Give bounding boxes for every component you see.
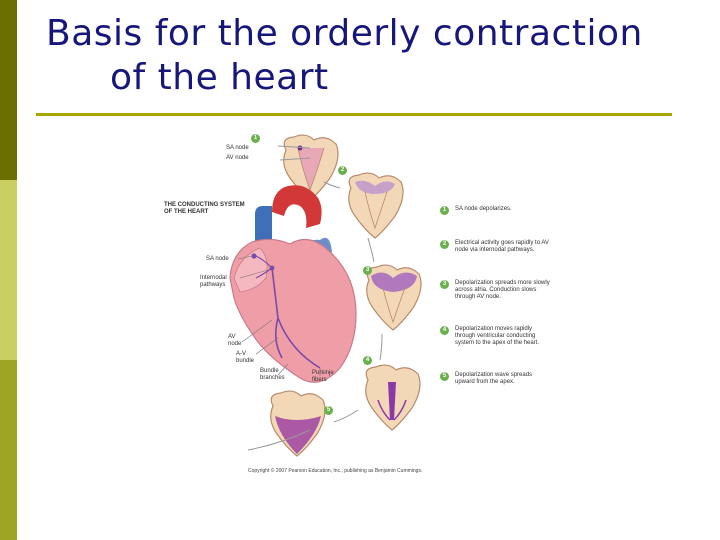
big-heart (229, 185, 357, 383)
marker-2: 2 (338, 166, 347, 175)
sequence-arrows (247, 145, 383, 451)
label-av-bundle: A-V bundle (236, 351, 255, 364)
step-text: Electrical activity goes rapidly to AV n… (455, 240, 549, 253)
marker-5: 5 (324, 406, 333, 415)
step-text: Depolarization moves rapidly through ven… (455, 326, 540, 346)
step-number: 4 (440, 326, 449, 335)
label-sa-node: SA node (206, 256, 229, 262)
copyright-notice: Copyright © 2007 Pearson Education, Inc.… (248, 468, 423, 474)
heart-illustration (229, 134, 422, 457)
sidebar-block-mid (0, 360, 17, 540)
label-bundle-branches: Bundle branches (260, 368, 285, 381)
conducting-system-diagram: SA node AV node THE CONDUCTING SYSTEM OF… (160, 128, 560, 480)
marker-1: 1 (251, 134, 260, 143)
label-leaders (237, 255, 321, 376)
marker-4: 4 (363, 356, 372, 365)
label-av-node-top: AV node (226, 155, 249, 161)
small-heart-2 (348, 172, 404, 239)
label-internodal-pathways: Internodal pathways (200, 275, 227, 288)
step-number: 1 (440, 206, 449, 215)
marker-3: 3 (363, 266, 372, 275)
figure-heading: THE CONDUCTING SYSTEM OF THE HEART (164, 202, 245, 215)
title-line-1: Basis for the orderly contraction (46, 13, 643, 54)
label-sa-node-top: SA node (226, 145, 249, 151)
step-number: 2 (440, 240, 449, 249)
sidebar-block-light (0, 180, 17, 360)
title-line-2: of the heart (110, 57, 329, 98)
slide-title: Basis for the orderly contraction of the… (46, 12, 643, 100)
small-heart-3 (366, 264, 422, 331)
label-purkinje-fibers: Purkinje fibers (312, 370, 334, 383)
step-text: Depolarization wave spreads upward from … (455, 372, 533, 385)
step-text: Depolarization spreads more slowly acros… (455, 280, 550, 300)
step-number: 5 (440, 372, 449, 381)
step-number: 3 (440, 280, 449, 289)
step-text: SA node depolarizes. (455, 206, 512, 212)
label-av-node: AV node (228, 334, 242, 347)
sidebar-block-dark (0, 0, 17, 180)
sidebar-decoration (0, 0, 17, 540)
small-heart-4 (365, 364, 421, 431)
small-heart-5 (270, 390, 326, 457)
title-underline (36, 113, 672, 116)
